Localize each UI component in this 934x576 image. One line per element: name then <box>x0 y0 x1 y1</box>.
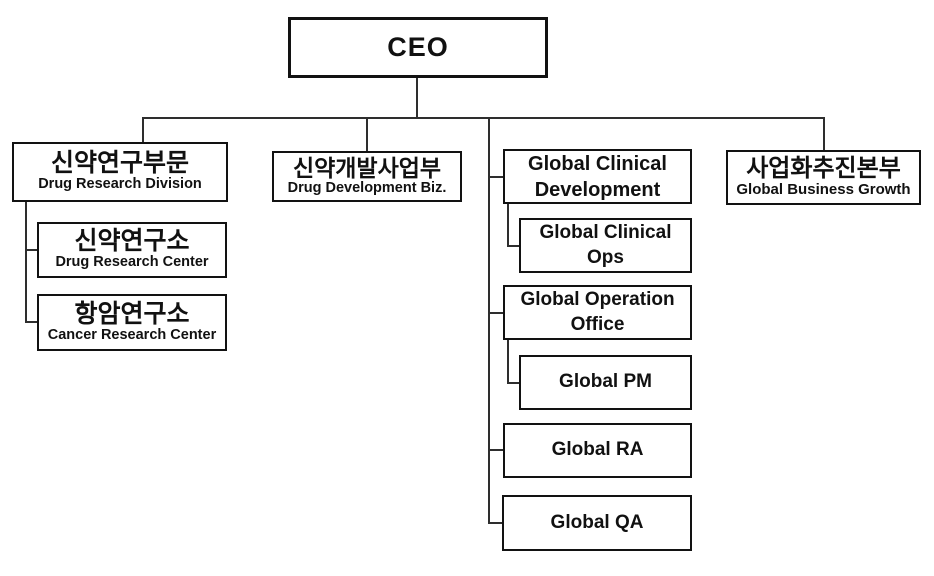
connector-stub-cancer-research-center <box>25 321 38 323</box>
node-drug-research-center: 신약연구소 Drug Research Center <box>37 222 227 278</box>
node-label-en: Drug Development Biz. <box>287 179 447 196</box>
node-label: CEO <box>387 32 449 62</box>
node-global-pm: Global PM <box>519 355 692 410</box>
node-global-qa: Global QA <box>502 495 692 551</box>
node-drug-research-division: 신약연구부문 Drug Research Division <box>12 142 228 202</box>
connector-stub-pm <box>507 382 520 384</box>
connector-stub-drug-research-center <box>25 249 38 251</box>
node-business-growth-hq: 사업화추진본부 Global Business Growth <box>726 150 921 205</box>
node-label: Global PM <box>559 371 652 393</box>
connector-drop-drug-research-division <box>142 117 144 143</box>
connector-drop-business-growth <box>823 117 825 151</box>
connector-left-spine <box>25 202 27 323</box>
node-label-ko: 신약연구소 <box>74 227 190 256</box>
node-global-clinical-ops: Global Clinical Ops <box>519 218 692 273</box>
connector-drop-drug-development-biz <box>366 117 368 152</box>
node-global-operation-office: Global Operation Office <box>503 285 692 340</box>
connector-global-spine <box>488 117 490 524</box>
node-label-en: Drug Research Division <box>38 176 202 193</box>
node-label-ko: 신약개발사업부 <box>292 154 442 181</box>
connector-stub-clinical-ops <box>507 245 520 247</box>
node-label: Global Operation Office <box>520 288 675 335</box>
node-label-ko: 항암연구소 <box>74 299 190 328</box>
connector-stub-ra <box>488 449 504 451</box>
node-label: Global QA <box>550 511 644 533</box>
node-label: Global Clinical Development <box>528 152 667 201</box>
node-global-ra: Global RA <box>503 423 692 478</box>
node-label-en: Drug Research Center <box>55 254 209 271</box>
node-ceo: CEO <box>288 17 548 78</box>
connector-top-horizontal <box>142 117 825 119</box>
node-cancer-research-center: 항암연구소 Cancer Research Center <box>37 294 227 351</box>
connector-subspine-pm <box>507 340 509 384</box>
connector-stub-qa <box>488 522 503 524</box>
connector-stub-operation-office <box>488 312 504 314</box>
node-label-ko: 신약연구부문 <box>50 149 189 178</box>
node-global-clinical-development: Global Clinical Development <box>503 149 692 204</box>
node-label-en: Cancer Research Center <box>47 326 217 343</box>
connector-subspine-clinical-ops <box>507 204 509 247</box>
node-label-en: Global Business Growth <box>736 181 911 199</box>
node-label-ko: 사업화추진본부 <box>746 154 901 182</box>
connector-ceo-drop <box>416 78 418 119</box>
node-label: Global Clinical Ops <box>539 221 672 268</box>
node-drug-development-biz: 신약개발사업부 Drug Development Biz. <box>272 151 462 202</box>
node-label: Global RA <box>551 439 644 461</box>
connector-stub-global-clinical-development <box>488 176 504 178</box>
